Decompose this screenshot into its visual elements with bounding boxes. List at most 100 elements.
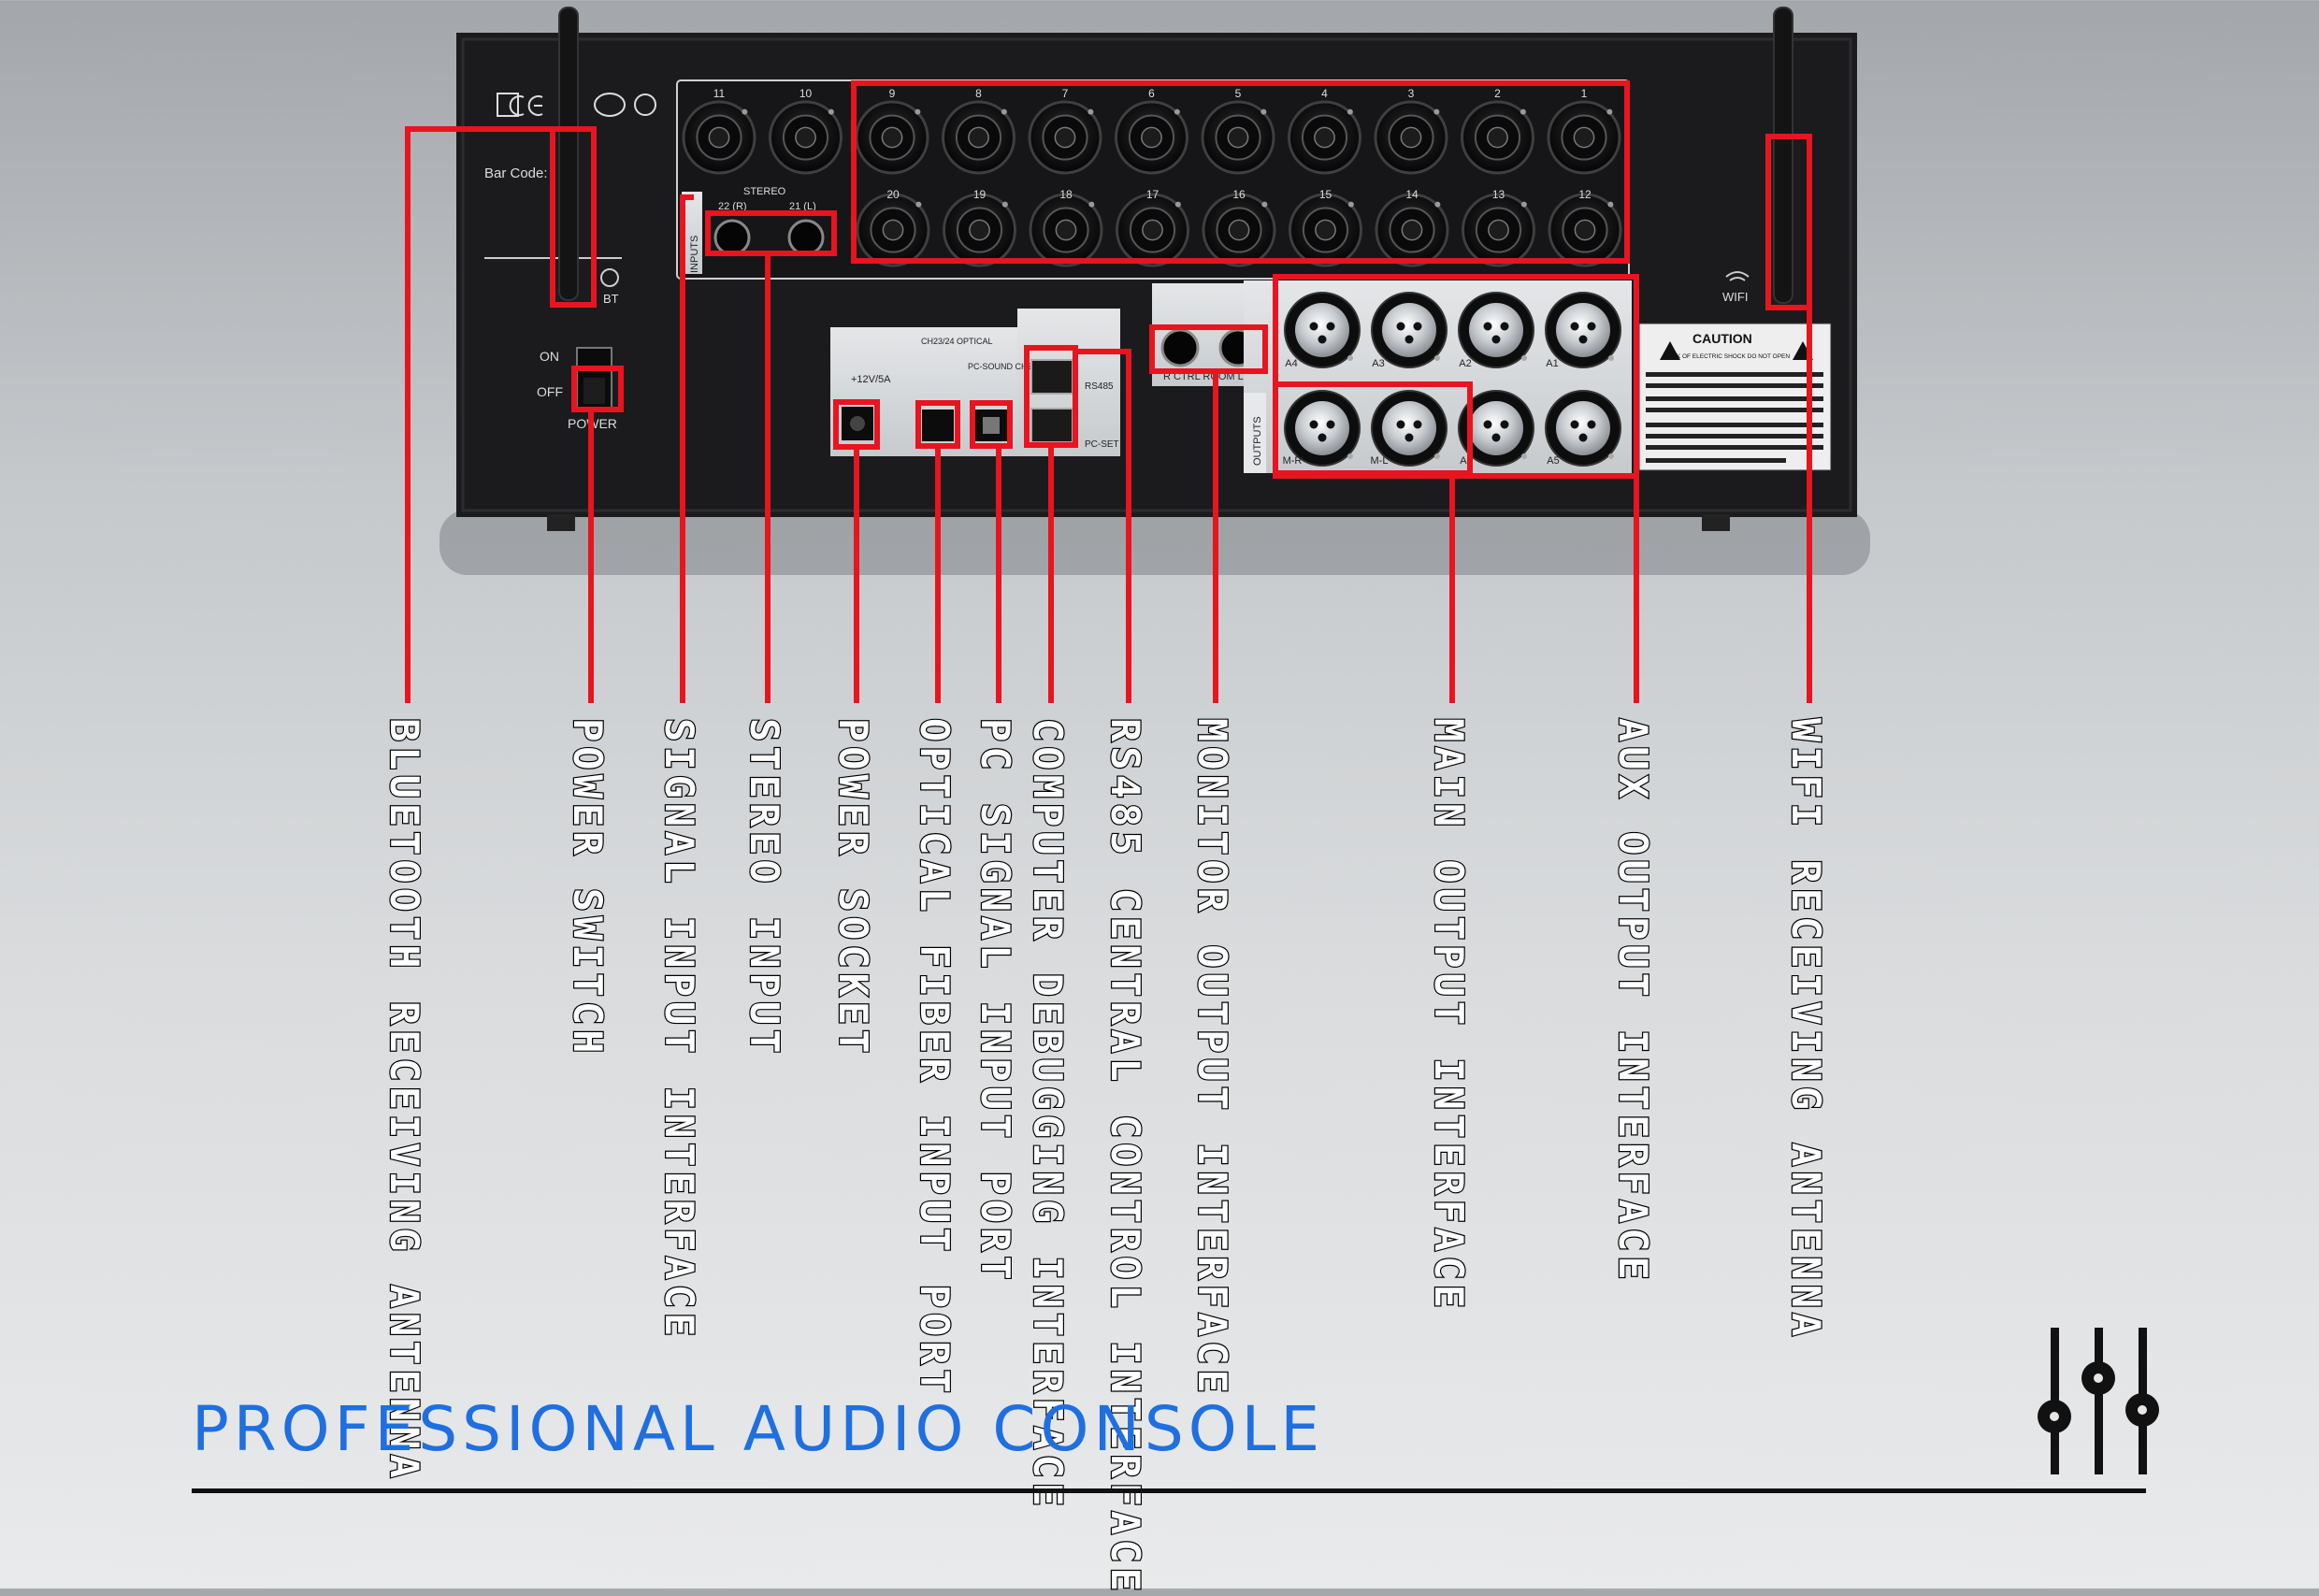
bluetooth-antenna [558, 7, 579, 301]
xlr-label: A5 [1547, 455, 1559, 467]
xlr-label: M-L [1371, 455, 1389, 467]
screw-dot [1520, 201, 1527, 208]
combo-xlr-jack[interactable] [769, 100, 843, 175]
rs485-label: RS485 [1085, 381, 1114, 392]
jack-center [1400, 126, 1422, 149]
callout-label: BLUETOOTH RECEIVING ANTENNA [381, 717, 428, 1484]
power-rating-label: +12V/5A [851, 374, 891, 385]
caution-text-lines [1646, 372, 1823, 463]
xlr-pin [1396, 322, 1405, 331]
outputs-tab [1244, 393, 1266, 473]
callout-label: PC SIGNAL INPUT PORT [972, 717, 1019, 1286]
jack-center [1227, 126, 1249, 149]
xlr-pin [1587, 420, 1596, 429]
combo-xlr-jack[interactable] [1028, 100, 1102, 175]
input-number: 9 [889, 87, 896, 100]
optical-label: CH23/24 OPTICAL [921, 337, 993, 346]
stereo-l-label: 21 (L) [789, 201, 816, 212]
rj45-pcset-port[interactable] [1030, 408, 1073, 443]
xlr-output-jack[interactable] [1545, 390, 1621, 467]
input-number: 8 [975, 87, 982, 100]
screw-dot [1434, 453, 1440, 459]
ctrl-room-jack-right[interactable] [1160, 328, 1200, 367]
combo-xlr-jack[interactable] [1548, 193, 1622, 267]
callout-label: POWER SWITCH [564, 717, 612, 1059]
xlr-pin [1326, 420, 1335, 429]
callout-label: MAIN OUTPUT INTERFACE [1425, 717, 1473, 1314]
combo-xlr-jack[interactable] [1029, 193, 1103, 267]
xlr-output-jack[interactable] [1371, 390, 1448, 467]
callout-label: SIGNAL INPUT INTERFACE [655, 717, 703, 1343]
screw-dot [742, 108, 748, 115]
input-jacks-row-1 [682, 100, 1621, 175]
combo-xlr-jack[interactable] [1201, 100, 1275, 175]
stereo-r-label: 22 (R) [718, 201, 747, 212]
jack-center [1228, 219, 1250, 241]
input-number: 15 [1319, 188, 1332, 201]
combo-xlr-jack[interactable] [943, 193, 1016, 267]
screw-dot [1088, 201, 1095, 208]
jack-center [1141, 126, 1162, 149]
combo-xlr-jack[interactable] [1461, 100, 1534, 175]
jack-center [1573, 126, 1595, 149]
xlr-output-jack[interactable] [1545, 292, 1621, 368]
combo-xlr-jack[interactable] [855, 100, 929, 175]
caution-title: CAUTION [1692, 331, 1752, 346]
stereo-jack-right[interactable] [713, 219, 751, 256]
screw-dot [1347, 355, 1353, 361]
xlr-pin [1500, 420, 1509, 429]
screw-dot [1347, 453, 1353, 459]
outputs-label: OUTPUTS [1252, 416, 1263, 466]
combo-xlr-jack[interactable] [1202, 193, 1276, 267]
combo-xlr-jack[interactable] [1288, 100, 1361, 175]
screw-dot [1261, 201, 1268, 208]
input-number: 6 [1148, 87, 1155, 100]
usb-b-port-inner [983, 417, 1000, 434]
jack-center [708, 126, 730, 149]
stereo-jack-left[interactable] [787, 219, 825, 256]
page-title: PROFESSIONAL AUDIO CONSOLE [192, 1393, 1325, 1465]
input-number: 1 [1581, 87, 1588, 100]
input-jacks-row-2 [856, 193, 1622, 267]
xlr-output-jack[interactable] [1371, 292, 1448, 368]
screw-dot [1521, 453, 1527, 459]
jack-center [1055, 219, 1077, 241]
chassis-shadow [439, 510, 1870, 575]
xlr-label: A3 [1372, 358, 1384, 369]
combo-xlr-jack[interactable] [1375, 193, 1449, 267]
xlr-pin [1578, 433, 1588, 442]
xlr-face [1382, 303, 1436, 357]
inputs-tab [682, 192, 702, 274]
combo-xlr-jack[interactable] [942, 100, 1015, 175]
optical-port[interactable] [922, 410, 954, 441]
callout-label: MONITOR OUTPUT INTERFACE [1188, 717, 1236, 1399]
rj45-rs485-port[interactable] [1030, 359, 1073, 395]
input-number: 12 [1578, 188, 1592, 201]
combo-xlr-jack[interactable] [1374, 100, 1448, 175]
xlr-pin [1491, 335, 1501, 344]
title-underline [192, 1488, 2146, 1493]
xlr-face [1295, 401, 1349, 455]
xlr-output-jack[interactable] [1284, 292, 1361, 368]
combo-xlr-jack[interactable] [856, 193, 930, 267]
xlr-pin [1309, 420, 1318, 429]
combo-xlr-jack[interactable] [1462, 193, 1535, 267]
xlr-pin [1578, 335, 1588, 344]
combo-xlr-jack[interactable] [1115, 100, 1188, 175]
pc-sound-label: PC-SOUND CH23/24 [968, 362, 1048, 371]
screw-dot [1606, 108, 1613, 115]
combo-xlr-jack[interactable] [1547, 100, 1621, 175]
combo-xlr-jack[interactable] [1116, 193, 1189, 267]
caution-triangle-icon [1660, 341, 1680, 360]
callout-label: AUX OUTPUT INTERFACE [1609, 717, 1657, 1286]
xlr-output-jack[interactable] [1458, 292, 1534, 368]
main-xlr-row [1284, 390, 1621, 467]
xlr-output-jack[interactable] [1458, 390, 1534, 467]
xlr-output-jack[interactable] [1284, 390, 1361, 467]
combo-xlr-jack[interactable] [682, 100, 756, 175]
combo-xlr-jack[interactable] [1289, 193, 1362, 267]
jack-center [1574, 219, 1596, 241]
jack-center [1314, 126, 1335, 149]
